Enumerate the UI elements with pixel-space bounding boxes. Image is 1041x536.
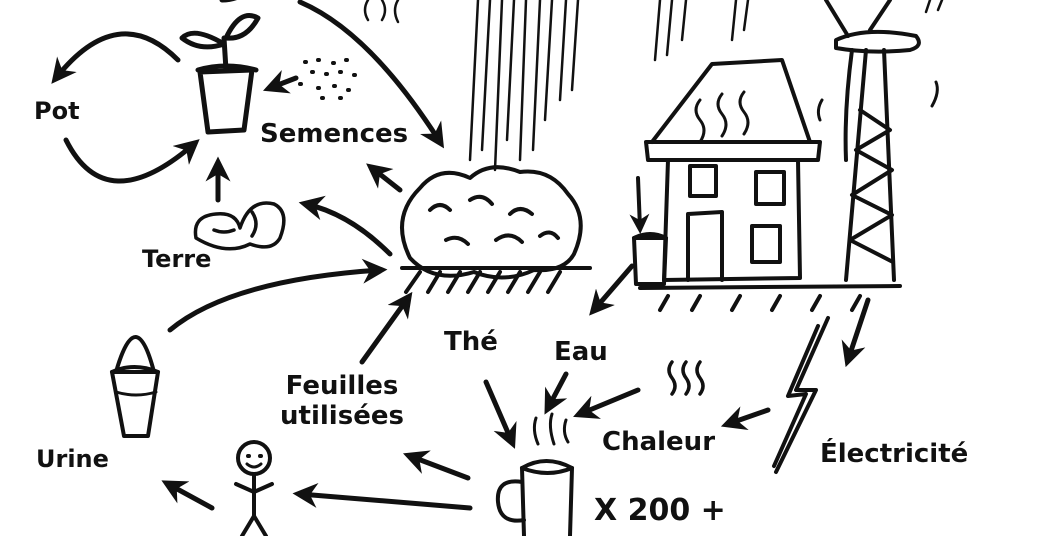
wind-turbine-icon (816, 0, 939, 282)
stick-figure-icon (234, 440, 274, 536)
house-icon (638, 58, 902, 312)
label-feuilles-line2: utilisées (280, 400, 404, 431)
soil-clump-icon (193, 201, 286, 251)
label-terre: Terre (142, 245, 212, 273)
label-eau: Eau (554, 337, 608, 367)
heat-waves-icon (667, 360, 705, 396)
water-barrel-icon (629, 176, 668, 286)
label-feuilles-line1: Feuilles (285, 371, 399, 401)
seeds-icon (298, 58, 357, 100)
flow-arrows (51, 0, 871, 511)
label-multiplier: X 200 + (594, 493, 726, 528)
label-feuilles-utilisees: Feuilles utilisées (262, 371, 422, 432)
rain-icon (363, 0, 944, 172)
tea-bush-icon (400, 165, 592, 294)
label-electricite: Électricité (820, 439, 969, 469)
label-pot: Pot (34, 97, 80, 125)
lightning-bolt-icon (772, 316, 830, 474)
label-the: Thé (444, 327, 498, 357)
seedling-pot-icon (179, 13, 261, 135)
tea-cup-icon (495, 412, 574, 536)
label-urine: Urine (36, 445, 109, 473)
bucket-icon (110, 335, 160, 438)
label-semences: Semences (260, 119, 409, 149)
label-chaleur: Chaleur (602, 427, 716, 457)
